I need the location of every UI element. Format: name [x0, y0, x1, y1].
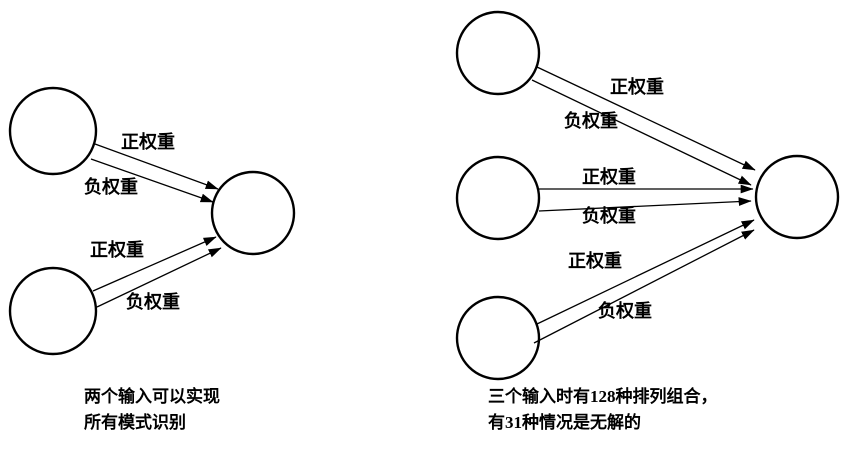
positive-weight-label: 正权重: [582, 166, 636, 187]
left-input-node-2: [8, 266, 98, 356]
weight-arrow: [90, 158, 214, 203]
weight-arrow: [538, 197, 752, 212]
positive-weight-label: 正权重: [121, 131, 175, 152]
weight-arrow: [536, 219, 755, 325]
left-output-node: [210, 170, 296, 256]
weight-arrow: [533, 229, 755, 344]
left-caption-line-1: 两个输入可以实现: [84, 386, 220, 406]
right-input-node-2: [455, 155, 541, 241]
negative-weight-label: 负权重: [598, 300, 652, 321]
negative-weight-label: 负权重: [582, 205, 636, 226]
right-diagram: 正权重 负权重 正权重 负权重 正权重 负权重 三个输入时有128种排列组合， …: [455, 10, 840, 432]
positive-weight-label: 正权重: [568, 250, 622, 271]
right-input-node-3: [455, 295, 541, 381]
weight-arrow: [94, 143, 219, 190]
weight-arrow: [92, 236, 217, 292]
negative-weight-label: 负权重: [126, 291, 180, 312]
weight-arrow: [536, 66, 756, 171]
weight-arrow: [96, 247, 222, 308]
left-caption-line-2: 所有模式识别: [84, 412, 186, 432]
negative-weight-label: 负权重: [564, 110, 618, 131]
negative-weight-label: 负权重: [84, 176, 138, 197]
right-caption-line-2: 有31种情况是无解的: [488, 412, 641, 432]
positive-weight-label: 正权重: [90, 239, 144, 260]
right-caption-line-1: 三个输入时有128种排列组合，: [488, 386, 718, 406]
right-output-node: [754, 154, 840, 240]
left-diagram: 正权重 负权重 正权重 负权重 两个输入可以实现 所有模式识别: [8, 86, 296, 432]
left-input-node-1: [8, 86, 98, 176]
right-input-node-1: [455, 10, 541, 96]
weight-arrow: [531, 79, 752, 186]
positive-weight-label: 正权重: [610, 76, 664, 97]
